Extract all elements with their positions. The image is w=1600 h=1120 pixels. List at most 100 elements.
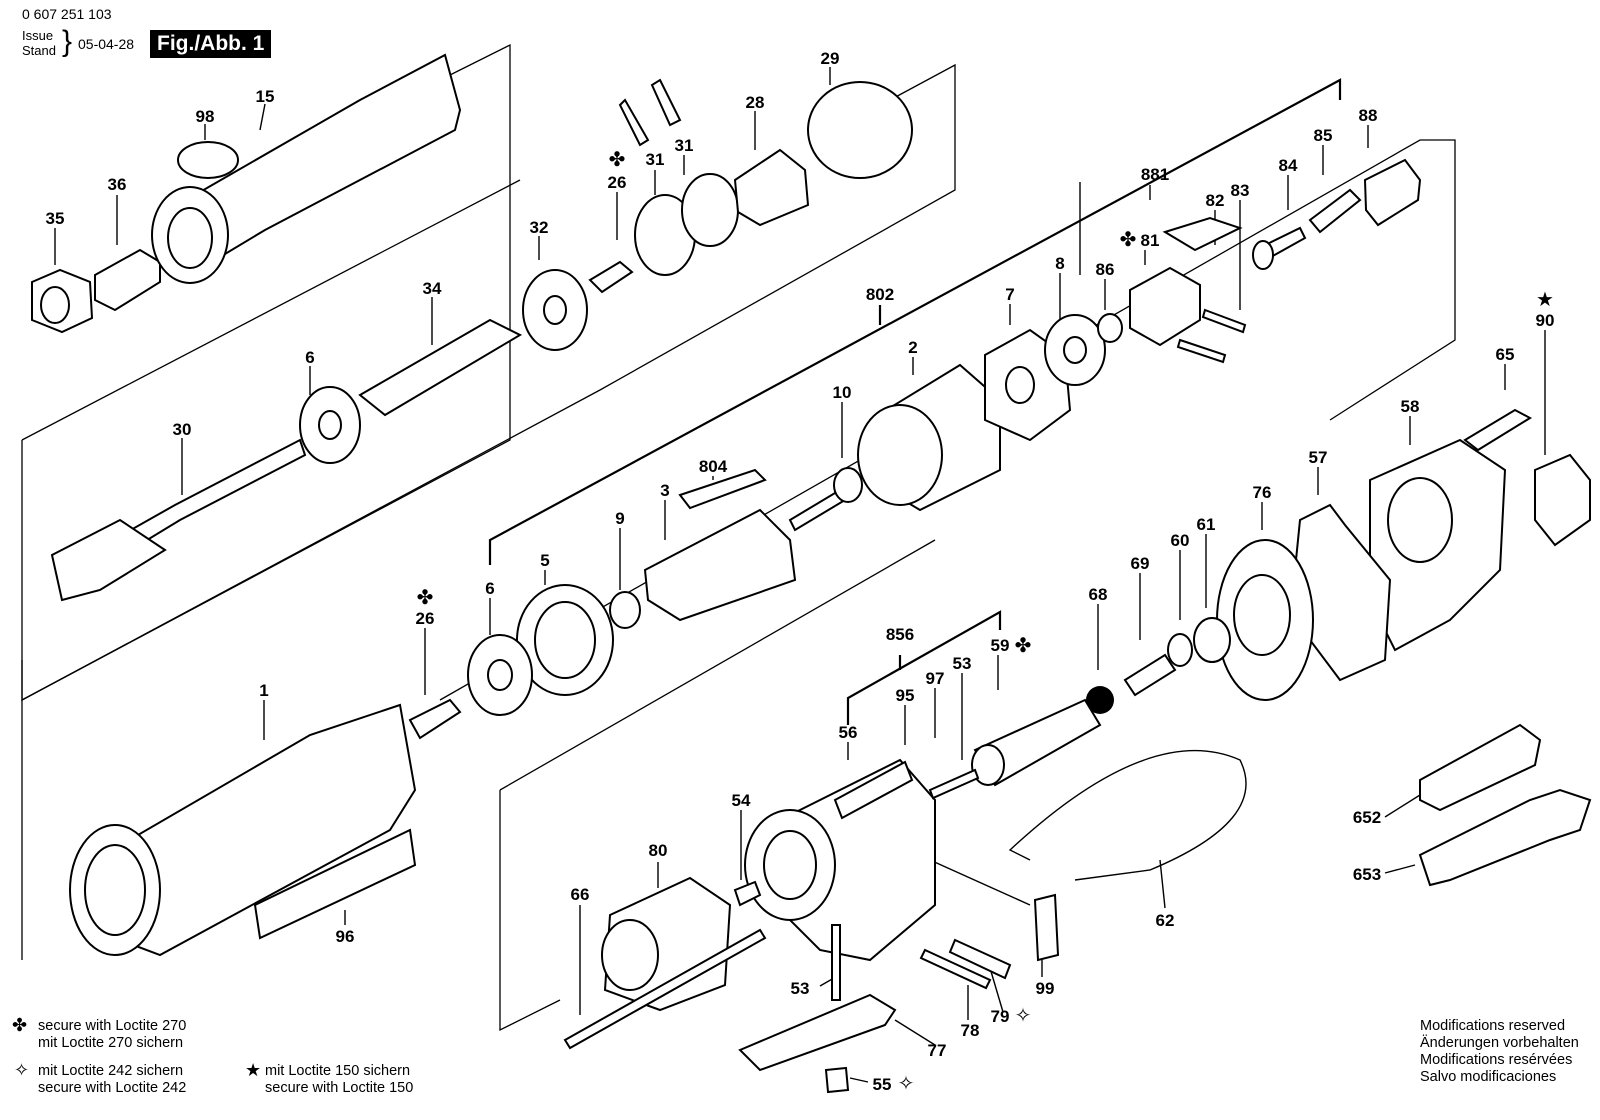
part-nut-35-bore <box>40 286 70 324</box>
part-spindle-30-thread <box>50 518 167 602</box>
legend-loctite-150-de: mit Loctite 150 sichern <box>265 1063 411 1079</box>
part-spring-85 <box>1308 188 1362 234</box>
part-valve-block <box>1129 266 1201 347</box>
clover-marker-26b: ✤ <box>417 585 434 609</box>
label-78: 78 <box>961 1021 980 1040</box>
clover-legend-icon: ✤ <box>12 1015 28 1035</box>
label-59: 59 <box>991 636 1010 655</box>
label-31b: 31 <box>675 136 694 155</box>
part-bushing-61 <box>1193 617 1231 663</box>
label-85: 85 <box>1314 126 1333 145</box>
part-clip-54 <box>733 880 762 907</box>
part-washer-31b <box>681 173 739 247</box>
part-seal-76-inner <box>1233 574 1291 656</box>
frame-upper-middle <box>21 179 521 441</box>
label-95: 95 <box>896 686 915 705</box>
label-86: 86 <box>1096 260 1115 279</box>
part-nipple-652 <box>1419 723 1542 812</box>
label-56: 56 <box>839 723 858 742</box>
part-bearing-6b-inner <box>487 659 513 691</box>
part-collet-36 <box>94 248 161 312</box>
part-sleeve-59-end <box>971 744 1005 786</box>
issue-label: Issue <box>22 28 54 43</box>
label-34: 34 <box>423 279 442 298</box>
label-32: 32 <box>530 218 549 237</box>
part-washer-86 <box>1097 313 1123 343</box>
part-vane-31a <box>618 98 650 147</box>
legend-loctite-270-de: mit Loctite 270 sichern <box>38 1035 184 1051</box>
modifications-de: Änderungen vorbehalten <box>1420 1035 1579 1051</box>
stand-label: Stand <box>22 43 56 58</box>
part-nut-88 <box>1363 158 1422 227</box>
label-6b: 6 <box>485 579 494 598</box>
part-screw-79 <box>948 938 1012 980</box>
label-8: 8 <box>1055 254 1064 273</box>
part-spring-69 <box>1123 653 1177 697</box>
label-98: 98 <box>196 107 215 126</box>
part-tube-1-bore <box>84 844 146 936</box>
part-tube-34 <box>358 318 523 417</box>
label-69: 69 <box>1131 554 1150 573</box>
part-ball-68 <box>1086 686 1114 714</box>
part-label-99 <box>1033 893 1060 962</box>
part-labels: 98 15 36 35 34 32 26 31 31 28 29 6 30 80… <box>46 49 1555 1094</box>
part-cylinder-5-inner <box>534 601 596 679</box>
label-80: 80 <box>649 841 668 860</box>
label-60: 60 <box>1171 531 1190 550</box>
label-35: 35 <box>46 209 65 228</box>
part-housing-15-bore <box>167 207 213 269</box>
label-81: 81 <box>1141 231 1160 250</box>
label-652: 652 <box>1353 808 1381 827</box>
part-pin-53b <box>831 924 841 1001</box>
part-housing-2-face <box>857 404 943 506</box>
label-31a: 31 <box>646 150 665 169</box>
legend-loctite-150-en: secure with Loctite 150 <box>265 1080 414 1096</box>
label-1: 1 <box>259 681 268 700</box>
document-number: 0 607 251 103 <box>22 6 112 22</box>
label-26b: 26 <box>416 609 435 628</box>
label-82: 82 <box>1206 191 1225 210</box>
part-vane-31b <box>650 78 682 127</box>
clover-marker-26a: ✤ <box>609 147 626 171</box>
legend-loctite-270-en: secure with Loctite 270 <box>38 1018 187 1034</box>
part-oring-9 <box>609 591 641 629</box>
label-53a: 53 <box>953 654 972 673</box>
frame-bottom-edge <box>499 539 936 791</box>
label-802: 802 <box>866 285 894 304</box>
label-58: 58 <box>1401 397 1420 416</box>
label-84: 84 <box>1279 156 1298 175</box>
label-66: 66 <box>571 885 590 904</box>
label-36: 36 <box>108 175 127 194</box>
frame-top-group <box>21 43 511 702</box>
label-54: 54 <box>732 791 751 810</box>
part-lever-77 <box>738 993 897 1072</box>
part-plunger-84-head <box>1252 240 1274 270</box>
part-label-96 <box>253 828 417 940</box>
label-53b: 53 <box>791 979 810 998</box>
label-9: 9 <box>615 509 624 528</box>
part-screw-26a <box>588 260 634 294</box>
star-marker-90: ★ <box>1536 287 1554 311</box>
label-97: 97 <box>926 669 945 688</box>
legend-loctite-242: mit Loctite 242 sichern secure with Loct… <box>38 1063 186 1097</box>
star-outline-marker-55: ✧ <box>898 1071 915 1095</box>
legend-loctite-150: mit Loctite 150 sichern secure with Loct… <box>265 1063 413 1097</box>
clover-marker-59: ✤ <box>1015 633 1032 657</box>
part-shapes <box>31 53 1592 1094</box>
clover-marker-81: ✤ <box>1120 227 1137 251</box>
label-76: 76 <box>1253 483 1272 502</box>
loctite-markers: ✤ ✤ ✤ ✤ ★ ✧ ✧ <box>417 147 1554 1095</box>
label-61: 61 <box>1197 515 1216 534</box>
modifications-es: Salvo modificaciones <box>1420 1069 1557 1085</box>
part-pin-83b <box>1176 338 1227 364</box>
label-3: 3 <box>660 481 669 500</box>
part-ring-10 <box>833 467 863 503</box>
part-screw-26b <box>408 698 462 740</box>
label-88: 88 <box>1359 106 1378 125</box>
star-outline-marker-79: ✧ <box>1015 1003 1032 1027</box>
part-pin-78 <box>919 948 992 990</box>
part-rod-66 <box>563 928 767 1050</box>
legend-loctite-270: secure with Loctite 270 mit Loctite 270 … <box>38 1018 186 1052</box>
label-28: 28 <box>746 93 765 112</box>
